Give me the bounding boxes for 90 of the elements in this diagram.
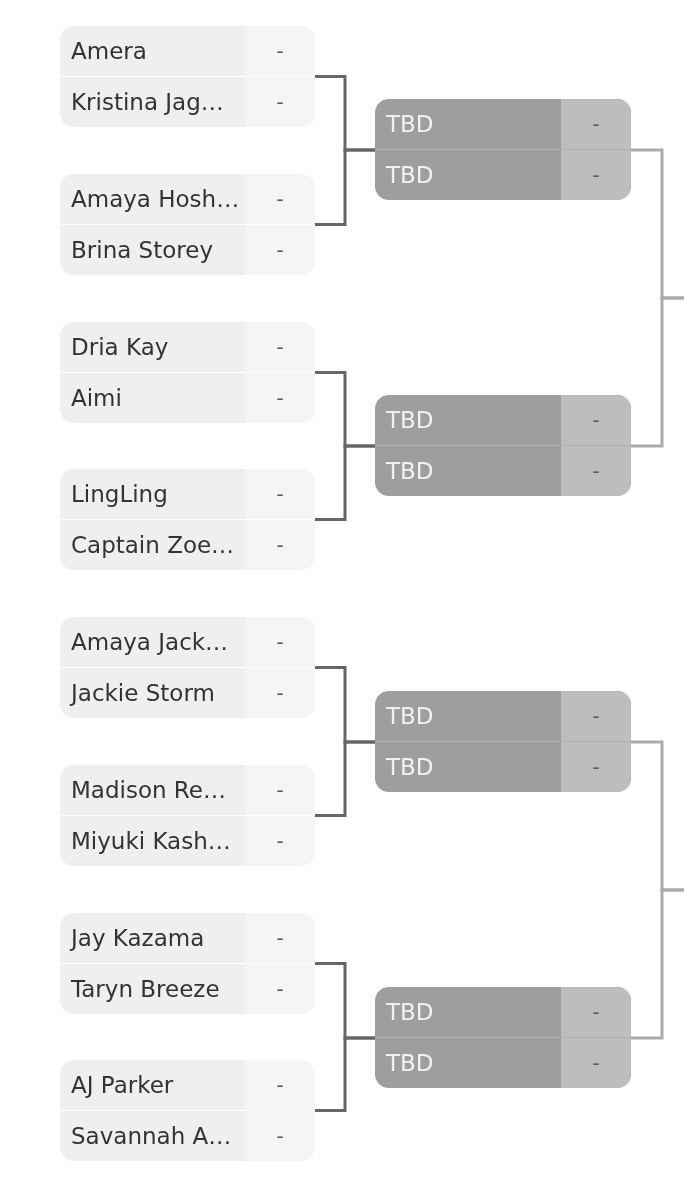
player-name: TBD (385, 406, 435, 435)
pending-row (375, 149, 631, 200)
pending-row (375, 691, 631, 741)
player-name: Dria Kay (70, 333, 170, 362)
score: - (245, 964, 315, 1014)
pending-row (375, 741, 631, 792)
player-name: TBD (385, 110, 435, 139)
player-name: TBD (385, 1049, 435, 1078)
player-row (60, 76, 315, 127)
score: - (245, 913, 315, 963)
score: - (245, 1111, 315, 1161)
score: - (245, 26, 315, 76)
bracket-line (315, 148, 375, 226)
score: - (245, 225, 315, 275)
match-card (375, 691, 631, 793)
score: - (561, 446, 631, 496)
bracket-line (315, 740, 375, 817)
bracket-line (631, 296, 684, 448)
player-name: AJ Parker (70, 1071, 175, 1100)
player-row (60, 1060, 315, 1110)
player-name: Amera (70, 37, 148, 66)
player-row (60, 174, 315, 224)
player-name: TBD (385, 457, 435, 486)
match-card (60, 765, 315, 866)
pending-row (375, 395, 631, 445)
score: - (245, 765, 315, 815)
player-row (60, 372, 315, 423)
pending-row (375, 99, 631, 149)
score: - (561, 150, 631, 200)
score: - (561, 395, 631, 445)
player-name: Amaya Jack… (70, 628, 230, 657)
player-row (60, 815, 315, 866)
bracket-line (315, 1036, 375, 1112)
player-name: Jay Kazama (68, 924, 206, 953)
score: - (561, 987, 631, 1037)
player-name: TBD (385, 753, 435, 782)
player-row (60, 26, 315, 76)
match-card (375, 987, 631, 1089)
score: - (561, 691, 631, 741)
match-card (60, 617, 315, 718)
player-name: TBD (385, 998, 435, 1027)
match-card (60, 26, 315, 127)
player-row (60, 224, 315, 275)
player-row (60, 1110, 315, 1161)
player-name: TBD (385, 702, 435, 731)
player-row (60, 963, 315, 1014)
player-name: LingLing (70, 480, 169, 509)
player-row (60, 667, 315, 718)
player-name: Taryn Breeze (70, 975, 221, 1004)
match-card (60, 469, 315, 570)
player-name: TBD (385, 161, 435, 190)
match-card (60, 1060, 315, 1161)
player-name: Miyuki Kash… (70, 827, 232, 856)
player-name: Captain Zoe… (70, 531, 236, 560)
player-name: Aimi (70, 384, 123, 413)
player-name: Jackie Storm (68, 679, 216, 708)
score: - (245, 1060, 315, 1110)
score: - (245, 520, 315, 570)
match-card (375, 99, 631, 201)
pending-row (375, 1037, 631, 1088)
player-row (60, 322, 315, 372)
score: - (245, 373, 315, 423)
player-name: Madison Re… (70, 776, 227, 805)
score: - (245, 174, 315, 224)
player-row (60, 617, 315, 667)
player-name: Kristina Jag… (70, 88, 225, 117)
score: - (561, 742, 631, 792)
score: - (561, 99, 631, 149)
match-card (60, 174, 315, 275)
match-card (375, 395, 631, 497)
match-card (60, 322, 315, 423)
player-name: Brina Storey (70, 236, 214, 265)
player-row (60, 519, 315, 570)
pending-row (375, 445, 631, 496)
score: - (561, 1038, 631, 1088)
player-row (60, 765, 315, 815)
match-card (60, 913, 315, 1014)
score: - (245, 816, 315, 866)
bracket-line (315, 444, 375, 521)
score: - (245, 322, 315, 372)
player-name: Savannah A… (70, 1122, 233, 1151)
player-row (60, 913, 315, 963)
score: - (245, 77, 315, 127)
player-row (60, 469, 315, 519)
score: - (245, 469, 315, 519)
player-name: Amaya Hosh… (70, 185, 241, 214)
score: - (245, 617, 315, 667)
score: - (245, 668, 315, 718)
bracket-line (631, 888, 684, 1040)
pending-row (375, 987, 631, 1037)
